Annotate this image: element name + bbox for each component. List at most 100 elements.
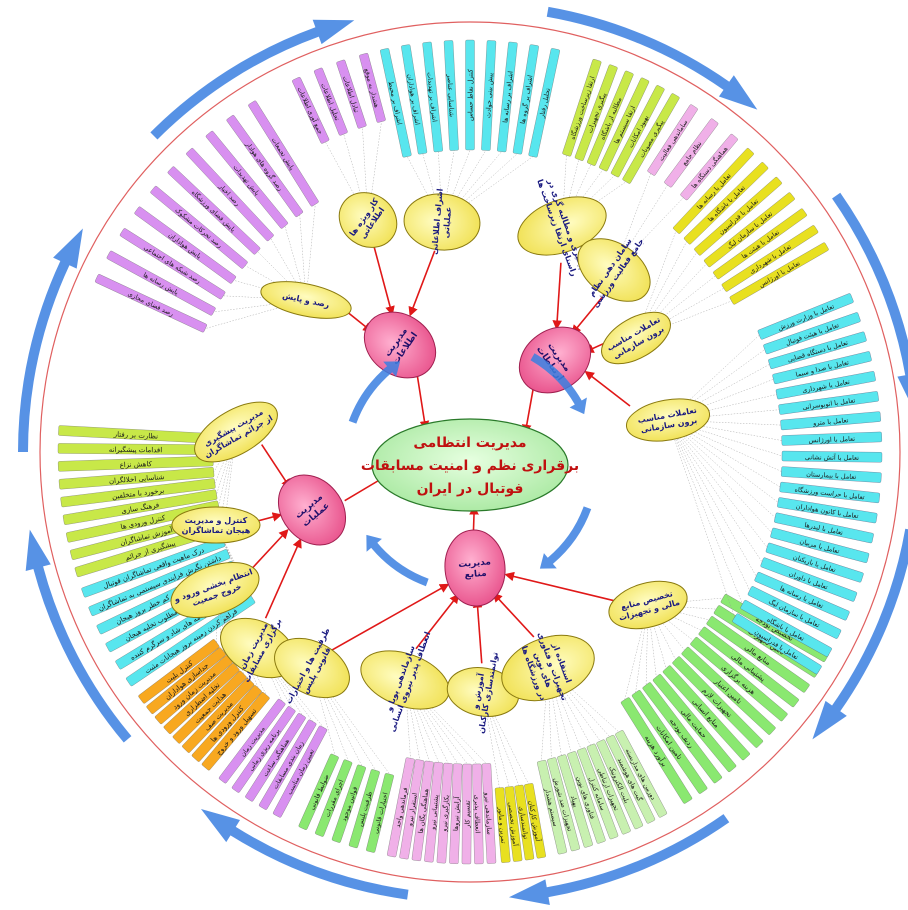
leaf-item: اقدامات پیشگیرانه xyxy=(57,443,214,455)
leaf-box xyxy=(547,757,580,852)
hub-info-shape xyxy=(363,311,437,379)
leaf-box xyxy=(704,192,795,268)
hub-resources-label-2: منابع xyxy=(464,569,487,581)
leaf-box xyxy=(729,242,829,305)
leaf-connector xyxy=(257,251,307,301)
leaf-text: هشدار به موقع xyxy=(363,68,381,109)
leaf-connector xyxy=(635,252,697,339)
leaf-box xyxy=(481,40,497,151)
leaf-box xyxy=(620,697,693,804)
leaf-box xyxy=(401,44,428,155)
leaf-text: سازماندهی نیرو xyxy=(483,791,493,835)
ring-connector xyxy=(667,419,783,457)
leaf-text: تمرین و مانور xyxy=(496,805,507,844)
leaf-text: آرایش نیروها xyxy=(451,795,461,831)
ring-box xyxy=(732,613,822,675)
leaf-box xyxy=(680,133,738,201)
leaf-box xyxy=(315,759,353,837)
ring-box xyxy=(760,557,858,602)
ring-item: تعامل با بیمارستان xyxy=(781,466,882,483)
ring-connector xyxy=(667,419,763,563)
ring-box xyxy=(772,351,872,385)
sub-info-3-shape xyxy=(403,193,481,251)
center-ellipse xyxy=(371,418,569,512)
link-resources-sub-3 xyxy=(472,598,483,664)
center-title-line-3: فوتبال در ایران xyxy=(417,481,524,497)
leaf-text: پهپاد xyxy=(569,795,580,809)
leaf-connector xyxy=(441,153,518,223)
leaf-item: اشراف بر رسانه ها xyxy=(497,41,518,153)
sub-info-2-shape xyxy=(338,192,398,248)
sub-resources-4-shape xyxy=(501,634,595,702)
hub-relations: مدیریتارتباطات xyxy=(518,326,592,394)
leaf-text: پایش تجمعات xyxy=(270,136,296,172)
sub-operations-2-label-1: کنترل و مدیریت xyxy=(185,516,248,525)
inner-cycle-arrow-1 xyxy=(348,361,401,424)
ring-connector xyxy=(667,419,779,503)
leaf-text: تبادل اطلاعات xyxy=(341,75,361,114)
leaf-box xyxy=(146,647,226,714)
ring-box xyxy=(781,431,883,446)
leaf-box xyxy=(336,59,367,129)
leaf-item: تقسیم کار xyxy=(461,763,472,865)
link-resources-sub-1 xyxy=(329,583,450,652)
leaf-box xyxy=(292,77,330,144)
leaf-item: تمرین و مانور xyxy=(494,787,511,863)
leaf-box xyxy=(706,616,810,693)
leaf-box xyxy=(424,761,444,863)
ring-text: تعامل با آتش نشانی xyxy=(805,452,859,462)
ring-box xyxy=(781,466,882,483)
leaf-box xyxy=(694,176,782,256)
ring-text: تعامل با اورژانس xyxy=(808,435,855,445)
link-info-sub-2 xyxy=(372,243,395,316)
outer-boundary-circle xyxy=(39,21,901,883)
leaf-item: سازماندهی نیرو xyxy=(481,763,497,864)
leaf-box xyxy=(66,500,220,543)
ring-connector xyxy=(667,419,743,605)
leaf-connector xyxy=(547,667,582,750)
link-resources-sub-2 xyxy=(415,593,460,650)
ring-box xyxy=(754,572,850,621)
leaf-connector xyxy=(216,431,237,495)
leaf-box xyxy=(586,743,631,835)
leaf-box xyxy=(514,784,535,861)
leaf-text: ظرفیت پلیس xyxy=(356,790,374,827)
leaf-box xyxy=(465,39,475,151)
leaf-box xyxy=(436,762,453,864)
ring-connector xyxy=(667,419,757,577)
leaf-box xyxy=(528,48,560,158)
leaf-box xyxy=(138,639,220,704)
leaf-box xyxy=(610,85,665,178)
inner-cycle-arrow-4 xyxy=(366,534,429,587)
leaf-box xyxy=(698,626,799,708)
link-info-sub-3 xyxy=(408,250,436,317)
ring-box xyxy=(779,481,880,504)
leaf-box xyxy=(126,594,256,687)
leaf-box xyxy=(186,148,274,242)
leaf-box xyxy=(690,637,788,722)
leaf-item: هشدار به موقع xyxy=(359,53,386,123)
leaf-item: شناسایی اخلالگران xyxy=(58,467,215,490)
ring-item: تعامل با مترو xyxy=(780,411,881,431)
ring-connector xyxy=(667,419,772,533)
leaf-box xyxy=(664,118,719,188)
inner-cycle-arrows-group xyxy=(348,353,592,587)
leaf-box xyxy=(58,467,215,490)
leaf-text: اشراف بر هواداران xyxy=(405,73,421,125)
ring-box xyxy=(780,411,881,431)
leaf-box xyxy=(231,706,296,793)
leaf-box xyxy=(298,753,339,830)
leaf-box xyxy=(226,115,303,217)
leaf-item: شناسایی عناصر xyxy=(443,40,459,151)
leaf-text: پایش هواداران xyxy=(167,231,203,260)
sub-resources-1-shape xyxy=(274,637,350,699)
